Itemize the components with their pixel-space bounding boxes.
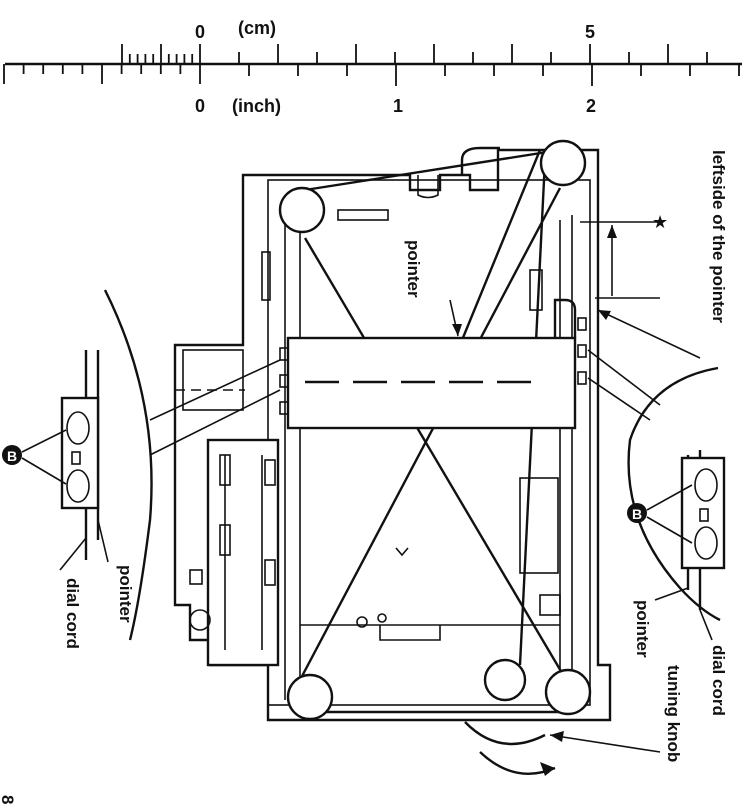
cord-return (458, 149, 542, 346)
left-detail-knot-1 (66, 411, 90, 445)
leftside-leader-head (598, 310, 611, 320)
pointer-bar-tab (553, 298, 577, 338)
pointer-right-detail-label: pointer (633, 600, 652, 658)
dial-cord-left-arrow (59, 537, 87, 571)
board-part-4 (264, 559, 276, 586)
pointer-right-arrow (654, 587, 689, 601)
center-mark (395, 547, 409, 557)
pulley-bottom-center (483, 658, 527, 702)
left-detail-knot-2 (66, 469, 90, 503)
tuning-knob-arrowhead (540, 762, 555, 776)
right-inset-arc (627, 366, 721, 622)
cord-top (304, 148, 561, 192)
pointer-center-leader-head (452, 324, 462, 336)
pointer-clip-l3 (279, 401, 289, 415)
inch-zero-label: 0 (195, 96, 205, 116)
left-leader-2 (149, 389, 281, 456)
tuning-knob-rim (464, 721, 546, 746)
center-hole-1 (356, 616, 368, 628)
pulley-bottom-left (286, 673, 334, 721)
inch-two-label: 2 (586, 96, 596, 116)
board-part-1 (219, 454, 231, 486)
tuning-knob-leader (549, 734, 661, 753)
pulley-bottom-right (544, 668, 592, 716)
window-lower-right (519, 477, 559, 574)
cm-five-label: 5 (585, 22, 595, 42)
tuning-knob-label: tuning knob (664, 665, 683, 762)
chassis (173, 146, 612, 722)
left-lower-board (206, 438, 280, 667)
top-ear (460, 146, 500, 175)
board-square (189, 569, 203, 585)
dial-cord-right-label: dial cord (709, 645, 728, 716)
square-lower-right (539, 594, 561, 616)
pointer-center-label: pointer (404, 240, 423, 298)
cord-diagonal-1 (303, 237, 580, 701)
left-inset-arc (103, 289, 153, 641)
leftside-indicator: ★ (449, 212, 701, 359)
board-part-3 (219, 524, 231, 556)
dial-cord-left-label: dial cord (63, 578, 82, 649)
left-leader-1 (149, 359, 281, 421)
cord-diagonal-2 (298, 187, 562, 681)
indicator-arrowhead (607, 225, 617, 238)
cm-unit-label: (cm) (238, 18, 276, 38)
tuning-knob (464, 721, 661, 776)
pointer-left-arrow (97, 519, 109, 563)
star-mark: ★ (652, 212, 668, 232)
leftside-of-pointer-label: leftside of the pointer (709, 150, 728, 323)
right-detail-knot-2 (694, 526, 718, 560)
dial-cord-right-arrow (699, 609, 713, 641)
right-b-arrow-1 (646, 484, 693, 511)
right-b-label: B (632, 506, 642, 522)
pointer-clip-r3 (577, 371, 587, 385)
left-b-badge (2, 445, 22, 465)
corner-mark: 8 (0, 795, 17, 804)
right-detail-clip (680, 456, 726, 570)
pointer-clip-r1 (577, 317, 587, 331)
bottom-notch (379, 625, 441, 641)
pointer-left-detail-label: pointer (116, 565, 135, 623)
ruler: 0 (cm) 5 0 (inch) 1 2 (3, 18, 742, 116)
left-bracket-upper (182, 349, 244, 411)
pointer-clip-l1 (279, 347, 289, 361)
cm-zero-label: 0 (195, 22, 205, 42)
tuning-knob-leader-head (550, 731, 564, 742)
center-hole-2 (377, 613, 387, 623)
top-notch (417, 175, 439, 199)
right-detail-inset: B (587, 349, 726, 641)
left-detail-center (71, 451, 81, 465)
dial-cord-system (278, 139, 592, 721)
pointer-clip-r2 (577, 344, 587, 358)
right-leader-1 (587, 349, 661, 406)
cm-ticks (121, 44, 708, 64)
right-b-arrow-2 (646, 516, 693, 544)
right-detail-center (699, 508, 709, 522)
right-leader-2 (587, 377, 651, 421)
slot-right (529, 269, 543, 311)
pointer-bar (279, 298, 587, 430)
right-detail-knot-1 (694, 468, 718, 502)
inch-unit-label: (inch) (232, 96, 281, 116)
left-detail-inset: B (2, 289, 281, 641)
leftside-leader (597, 309, 701, 359)
pulley-top-left (278, 186, 326, 234)
board-hole (189, 609, 211, 631)
left-b-label: B (7, 448, 17, 464)
slot-top (337, 209, 389, 221)
left-b-arrow-1 (21, 429, 67, 453)
inch-ticks (3, 64, 740, 86)
pulley-top-right (539, 139, 587, 187)
left-b-arrow-2 (21, 457, 67, 485)
right-b-badge (627, 503, 647, 523)
board-part-2 (264, 459, 276, 486)
inch-one-label: 1 (393, 96, 403, 116)
pointer-clip-l2 (279, 374, 289, 388)
slot-upper-left (261, 251, 271, 301)
